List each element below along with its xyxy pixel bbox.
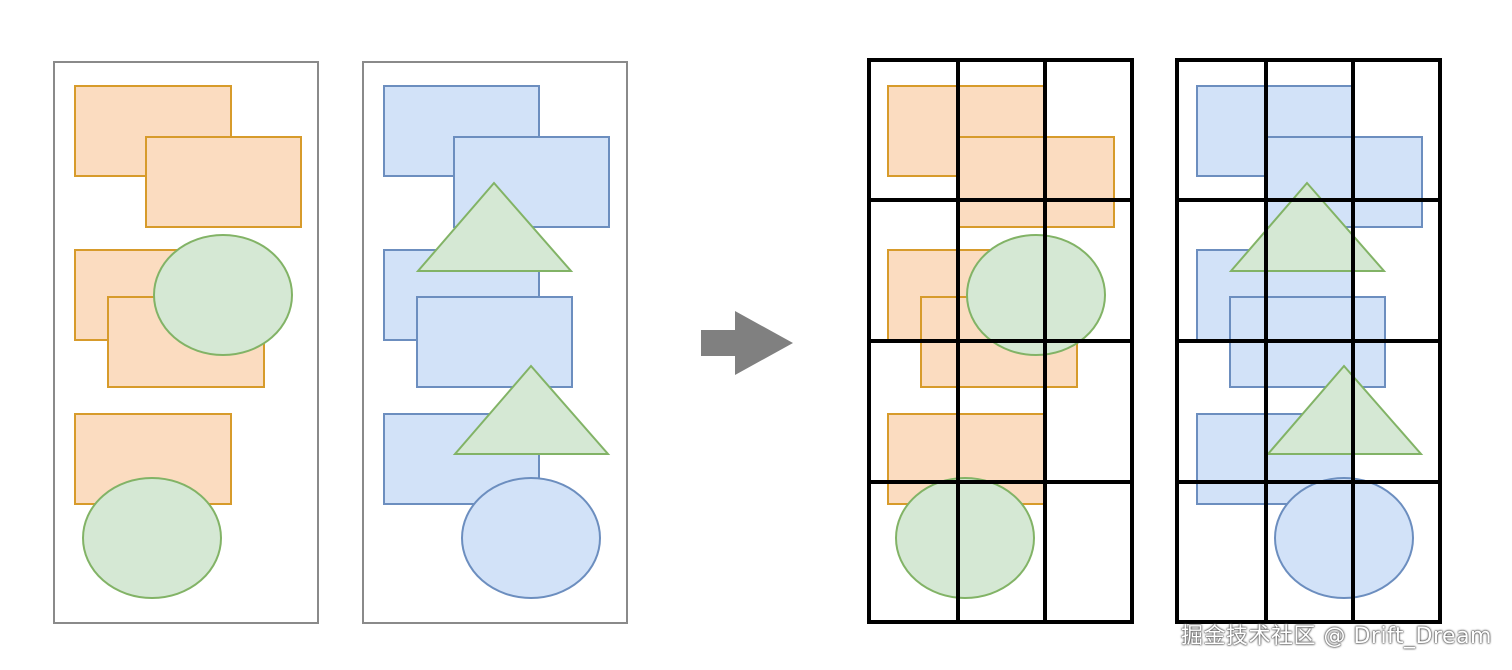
blue-ellipse (461, 477, 601, 599)
orange-rectangle (958, 136, 1115, 228)
panel-orange-original (53, 61, 319, 624)
green-ellipse (966, 234, 1106, 356)
green-ellipse (153, 234, 293, 356)
watermark-text: 掘金技术社区 @ Drift_Dream (1180, 624, 1492, 649)
panel-orange-gridded (867, 58, 1134, 624)
blue-rectangle (416, 296, 573, 388)
green-triangle (415, 181, 574, 272)
panel-blue-gridded (1175, 58, 1442, 624)
orange-rectangle (145, 136, 302, 228)
green-ellipse (895, 477, 1035, 599)
right-arrow-icon (701, 311, 793, 375)
blue-ellipse (1274, 477, 1414, 599)
green-ellipse (82, 477, 222, 599)
green-triangle (1265, 364, 1424, 455)
grid-overlay (867, 58, 1134, 624)
panel-blue-original (362, 61, 628, 624)
green-triangle (1228, 181, 1387, 272)
grid-overlay (1175, 58, 1442, 624)
green-triangle (452, 364, 611, 455)
